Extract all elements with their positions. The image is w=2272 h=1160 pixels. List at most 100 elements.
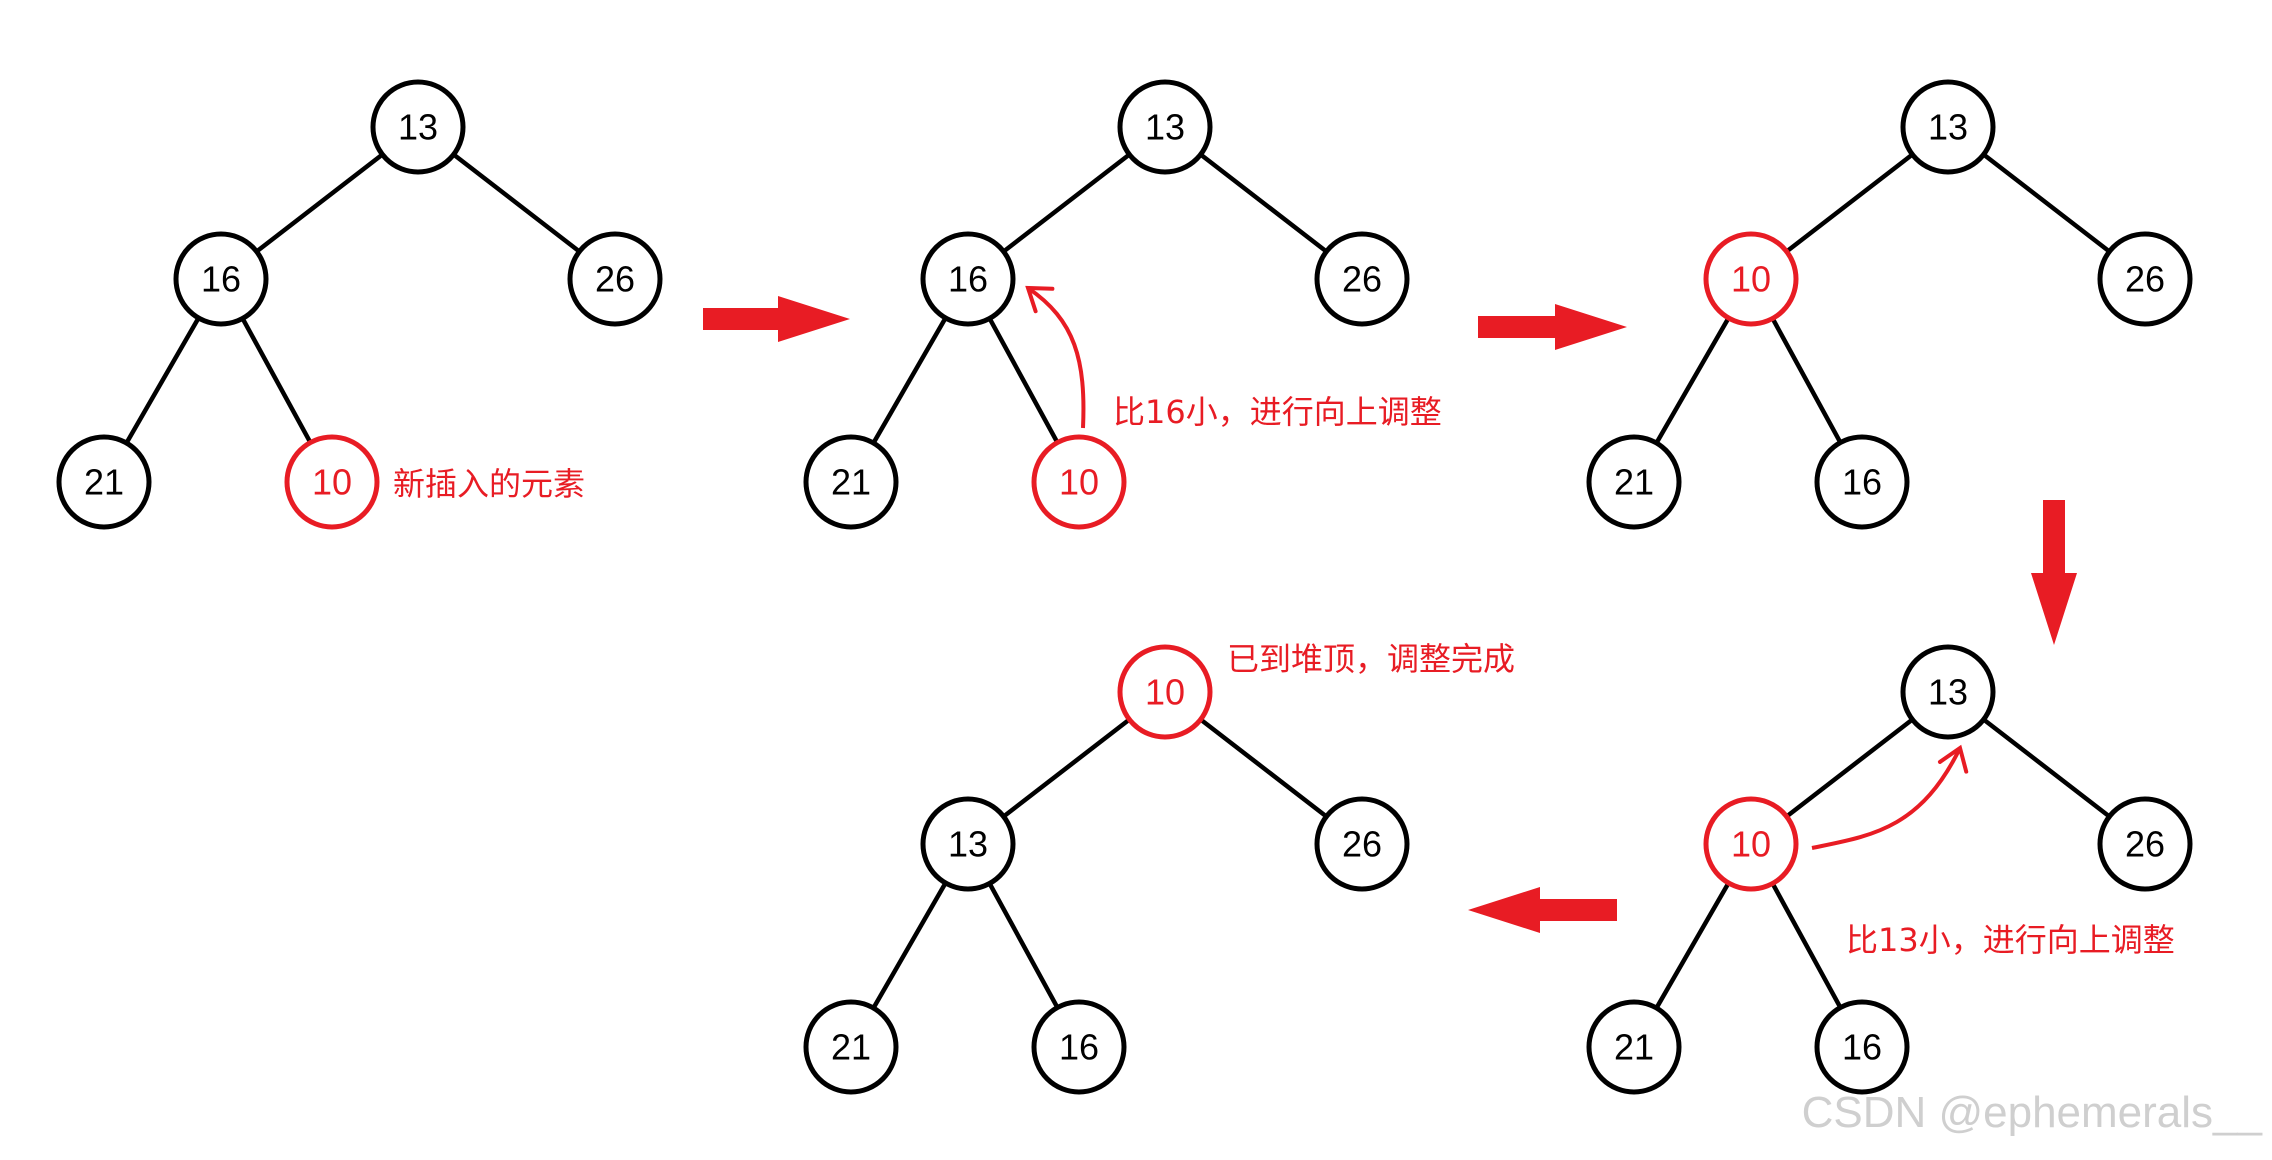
node-circle <box>920 796 1016 892</box>
tree-edge <box>1654 881 1731 1010</box>
heap-node-root: 13 <box>1117 79 1213 175</box>
node-circle <box>1314 231 1410 327</box>
heap-node-root: 13 <box>1900 79 1996 175</box>
node-value: 16 <box>201 259 241 300</box>
tree-edge <box>1982 152 2111 254</box>
node-circle <box>1314 796 1410 892</box>
heap-node-right: 26 <box>1314 231 1410 327</box>
node-circle <box>1117 644 1213 740</box>
swap-arrow-up-1 <box>1026 286 1086 429</box>
node-circle <box>173 231 269 327</box>
tree-edge <box>1982 717 2111 819</box>
heap-node-root: 13 <box>370 79 466 175</box>
tree-edge <box>871 316 948 445</box>
highlighted-node-left-right: 10 <box>284 434 380 530</box>
node-value: 10 <box>1731 824 1771 865</box>
node-circle <box>803 434 899 530</box>
node-value: 13 <box>948 824 988 865</box>
heap-node-left-left: 21 <box>1586 999 1682 1095</box>
node-value: 21 <box>831 462 871 503</box>
tree-edge <box>987 882 1060 1009</box>
node-value: 16 <box>1842 1027 1882 1068</box>
highlighted-node-left: 10 <box>1703 231 1799 327</box>
node-value: 21 <box>84 462 124 503</box>
heap-node-left-right: 16 <box>1814 434 1910 530</box>
heap-node-right: 26 <box>1314 796 1410 892</box>
node-value: 26 <box>595 259 635 300</box>
node-circle <box>2097 231 2193 327</box>
annotation-reached-top: 已到堆顶，调整完成 <box>1227 640 1515 678</box>
tree-edge <box>1199 152 1328 254</box>
node-circle <box>567 231 663 327</box>
heap-node-left: 13 <box>920 796 1016 892</box>
node-circle <box>1814 434 1910 530</box>
tree-edge <box>240 317 313 444</box>
annotation-new-element: 新插入的元素 <box>393 465 585 503</box>
heap-node-left-left: 21 <box>803 434 899 530</box>
node-value: 10 <box>1145 672 1185 713</box>
tree-edge <box>987 317 1060 444</box>
tree-edge <box>1199 717 1328 819</box>
heap-node-left-left: 21 <box>56 434 152 530</box>
node-circle <box>1117 79 1213 175</box>
node-circle <box>803 999 899 1095</box>
node-value: 26 <box>1342 824 1382 865</box>
step-arrow-right-1 <box>703 296 850 342</box>
tree-edge <box>1770 882 1843 1009</box>
tree-edge <box>124 316 201 445</box>
node-value: 16 <box>1842 462 1882 503</box>
step-arrow-left <box>1468 887 1617 933</box>
watermark: CSDN @ephemerals__ <box>1802 1088 2263 1137</box>
node-value: 21 <box>1614 1027 1654 1068</box>
tree-edge <box>1002 717 1131 819</box>
node-circle <box>1703 231 1799 327</box>
highlighted-node-left: 10 <box>1703 796 1799 892</box>
heap-node-left-right: 16 <box>1814 999 1910 1095</box>
node-value: 10 <box>1731 259 1771 300</box>
heap-tree-step-5: 10 13 26 21 16 <box>803 644 1410 1095</box>
node-value: 10 <box>312 462 352 503</box>
annotation-less-than-13: 比13小，进行向上调整 <box>1846 921 2175 959</box>
heap-tree-step-3: 13 10 26 21 16 <box>1586 79 2193 530</box>
node-value: 16 <box>1059 1027 1099 1068</box>
heap-node-left: 16 <box>173 231 269 327</box>
step-arrow-right-2 <box>1478 304 1627 350</box>
heap-tree-step-2: 13 16 26 21 10 <box>803 79 1410 530</box>
tree-edge <box>1002 152 1131 254</box>
tree-edge <box>1770 317 1843 444</box>
node-circle <box>2097 796 2193 892</box>
tree-edge <box>1785 152 1914 254</box>
node-value: 26 <box>2125 259 2165 300</box>
node-value: 21 <box>831 1027 871 1068</box>
tree-edge <box>871 881 948 1010</box>
heap-node-left-left: 21 <box>1586 434 1682 530</box>
node-circle <box>1814 999 1910 1095</box>
tree-edge <box>1785 717 1914 819</box>
node-circle <box>1900 644 1996 740</box>
swap-arrow-up-2 <box>1811 747 1962 850</box>
node-circle <box>1586 999 1682 1095</box>
node-circle <box>1900 79 1996 175</box>
tree-edge <box>452 152 581 254</box>
node-value: 13 <box>1145 107 1185 148</box>
node-circle <box>1703 796 1799 892</box>
heap-node-right: 26 <box>2097 231 2193 327</box>
node-value: 26 <box>2125 824 2165 865</box>
heap-node-left-left: 21 <box>803 999 899 1095</box>
node-circle <box>56 434 152 530</box>
curved-arrows-layer <box>1025 285 1969 850</box>
highlighted-node-root: 10 <box>1117 644 1213 740</box>
node-circle <box>1031 999 1127 1095</box>
heap-node-right: 26 <box>567 231 663 327</box>
annotation-less-than-16: 比16小，进行向上调整 <box>1113 393 1442 431</box>
node-circle <box>284 434 380 530</box>
node-value: 16 <box>948 259 988 300</box>
node-value: 26 <box>1342 259 1382 300</box>
tree-edge <box>1654 316 1731 445</box>
step-arrow-down <box>2031 500 2077 645</box>
step-arrows-layer <box>703 296 2077 933</box>
node-circle <box>920 231 1016 327</box>
highlighted-node-left-right: 10 <box>1031 434 1127 530</box>
